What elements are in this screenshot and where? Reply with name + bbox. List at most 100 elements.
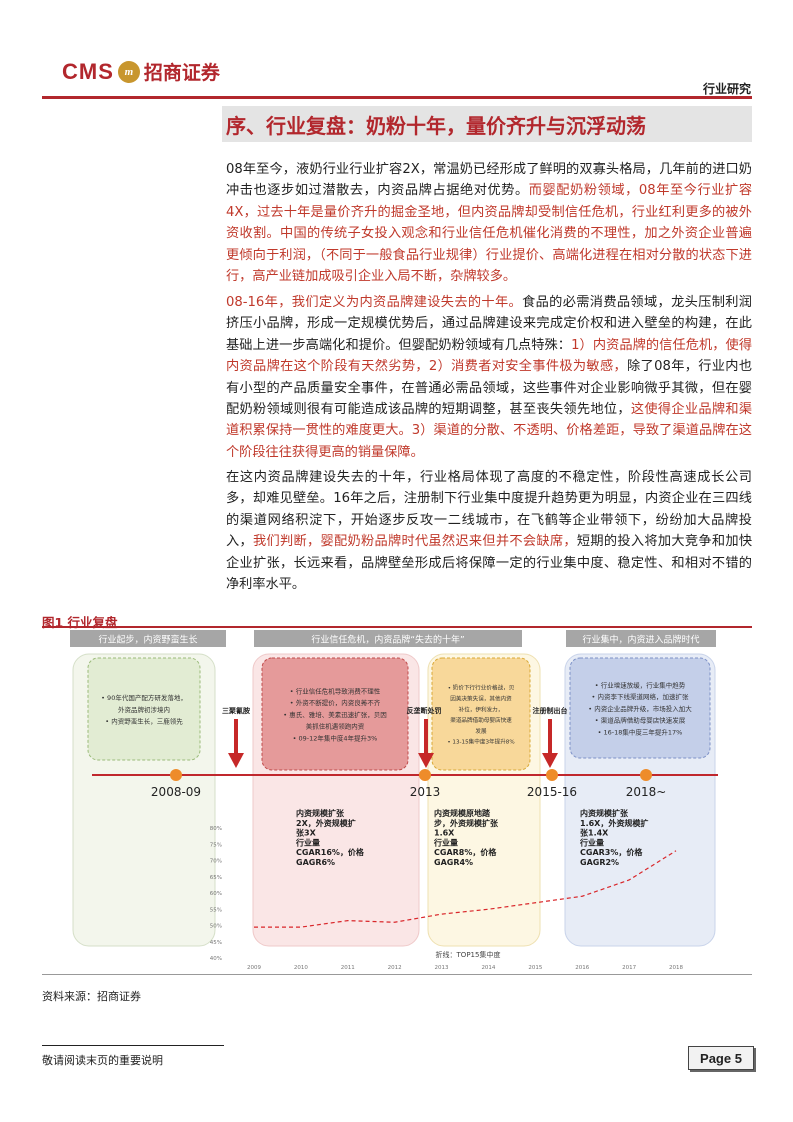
y-tick-label: 65% [210,875,222,881]
phase-bullet-text: • 渠道品牌借助母婴店快速发展 [595,716,686,725]
phase-bullet-text: • 外资不断提价，内资良莠不齐 [290,698,381,707]
phase-stat-text: 2X，外资规模扩 [296,818,356,828]
y-tick-label: 40% [210,956,222,962]
y-tick-label: 80% [210,826,222,832]
phase-stat-text: GAGR4% [434,858,473,867]
phase-bullet-box [569,657,711,759]
x-tick-label: 2011 [341,965,355,971]
x-tick-label: 2016 [575,965,589,971]
paragraph-3-text-c: 短期的投入将加大竞争和加快企业扩张，长远来看，品牌壁垒形成后将保障一定的行业集中… [226,534,753,593]
figure-rule [42,626,752,628]
paragraph-3-text-a: 在这内资品牌建设失去的十年，行业格局体现了高度的不稳定性，阶段性高速成长公司多，… [226,470,752,550]
phase-header-label: 行业信任危机，内资品牌“失去的十年” [311,634,464,646]
phase-bullet-text: • 90年代国产配方研发落地， [101,693,187,702]
header-rule [42,96,752,99]
phase-bullet-text: • 惠氏、雅培、美素迅速扩张，贝因 [283,710,386,719]
phase-stat-text: CGAR3%，价格 [580,847,643,857]
title-background [222,106,752,142]
timeline-node [640,769,652,781]
phase-header-label: 行业集中，内资进入品牌时代 [582,634,699,646]
phase-stat-text: CGAR8%，价格 [434,847,497,857]
phase-bullet-text: 发展 [475,727,487,735]
paragraph-1-text-b: 而婴配奶粉领域，08年至今行业扩容4X，过去十年是量价齐升的掘金圣地，但内资品牌… [226,183,753,285]
timeline-node [170,769,182,781]
phase-stat-text: 1.6X [434,829,455,838]
phase-stat-text: 行业量 [579,837,604,847]
paragraph-2-text-b: 食品的必需消费品领域，龙头压制利润挤压小品牌，形成一定规模优势后，通过品牌建设来… [226,295,752,353]
concentration-line [254,850,677,928]
phase-bullet-text: • 13-15集中度3年提升8% [447,738,514,746]
phase-stat-text: 内资规模扩张 [580,808,629,818]
event-arrow-head [542,753,558,768]
event-arrow-head [418,753,434,768]
timeline-node [419,769,431,781]
phase-header [70,630,226,647]
phase-bullet-text: • 行业信任危机导致消费不理性 [290,687,381,696]
y-tick-label: 75% [210,842,222,848]
paragraph-3: 在这内资品牌建设失去的十年，行业格局体现了高度的不稳定性，阶段性高速成长公司多，… [226,467,752,595]
milestone-label: 2008-09 [151,785,201,799]
paragraph-2-text-c: 1）内资品牌的信任危机，使得内资品牌在这个阶段有天然劣势，2）消费者对安全事件极… [226,337,753,375]
milestone-label: 2018~ [626,785,667,799]
paragraph-3-text-b: 我们判断，婴配奶粉品牌时代虽然迟来但并不会缺席， [253,534,577,550]
phase-bullet-text: • 内资李下线渠道网络，加速扩张 [592,692,689,701]
paragraph-2-text-a: 08-16年，我们定义为内资品牌建设失去的十年。 [226,295,523,310]
report-category: 行业研究 [702,82,751,96]
phase-stat-text: 步，外资规模扩张 [434,818,499,828]
phase-stat-text: 1.6X，外资规模扩 [580,818,648,828]
y-tick-label: 50% [210,924,222,930]
milestone-label: 2015-16 [527,785,577,799]
milestone-label: 2013 [410,785,441,799]
y-tick-label: 60% [210,891,222,897]
phase-bullet-box [431,657,531,771]
event-label: 反垄断处罚 [407,706,442,715]
phase-bullet-text: 补位，伊利发力， [459,705,504,713]
phase-stat-text: 张1.4X [580,829,609,838]
event-arrow-head [228,753,244,768]
x-tick-label: 2018 [669,965,683,971]
phase-bullet-text: 因美决策失误，其他内资 [450,695,512,703]
paragraph-2-text-e: 这使得企业品牌和渠道积累保持一贯性的难度更大。3）渠道的分散、不透明、价格差距，… [226,402,753,460]
paragraph-1: 08年至今，液奶行业行业扩容2X，常温奶已经形成了鲜明的双寡头格局，几年前的进口… [226,159,752,287]
paragraph-2-text-d: 除了08年，行业内也有小型的产品质量安全事件，在普通必需品领域，这些事件对企业影… [226,359,753,418]
x-tick-label: 2015 [528,965,542,971]
phase-bullet-text: • 内资野蛮生长，三鹿领先 [105,717,183,726]
phase-header-label: 行业起步，内资野蛮生长 [98,634,197,646]
phase-bullet-box [87,657,201,761]
figure-bottom-rule [42,974,752,975]
x-tick-label: 2012 [388,965,402,971]
phase-stat-text: GAGR2% [580,858,619,867]
x-tick-label: 2013 [435,965,449,971]
y-tick-label: 45% [210,940,222,946]
phase-stat-text: GAGR6% [296,858,335,867]
phase-bullet-text: • 奶价下行行业价格战，贝 [448,684,515,692]
paragraph-2: 08-16年，我们定义为内资品牌建设失去的十年。食品的必需消费品领域，龙头压制利… [226,292,752,463]
phase-bullet-text: 美抓住机遇领跑内资 [306,722,365,731]
phase-bullet-box [261,657,409,771]
footer-rule [42,1045,224,1046]
phase-stat-text: 行业量 [433,837,458,847]
y-tick-label: 70% [210,859,222,865]
event-label: 三聚氰胺 [222,706,250,715]
logo-text: CMS [62,58,114,84]
x-tick-label: 2009 [247,965,261,971]
phase-stat-text: 内资规模扩张 [296,808,345,818]
logo-mark-icon: m [117,60,140,83]
phase-bullet-text: • 内资企业品牌升级，市场投入加大 [588,704,692,713]
section-title: 序、行业复盘：奶粉十年，量价齐升与沉浮动荡 [226,114,646,138]
timeline-node [546,769,558,781]
phase-stat-text: 行业量 [295,837,320,847]
x-tick-label: 2014 [481,965,495,971]
phase-header [566,630,716,647]
source-note: 资料来源：招商证券 [42,990,141,1003]
phase-bullet-text: • 09-12年集中度4年提升3% [293,733,378,742]
x-tick-label: 2017 [622,965,636,971]
phase-bullet-text: 渠道品牌借助母婴店快速 [450,716,512,724]
phase-stat-text: 内资规模原地踏 [434,808,491,818]
logo-cn-text: 招商证券 [143,62,220,84]
y-tick-label: 55% [210,907,222,913]
phase-bullet-text: • 行业增速放缓，行业集中趋势 [595,681,686,690]
footer-disclaimer: 敬请阅读末页的重要说明 [42,1054,163,1067]
x-tick-label: 2010 [294,965,308,971]
event-label: 注册制出台 [533,706,568,715]
